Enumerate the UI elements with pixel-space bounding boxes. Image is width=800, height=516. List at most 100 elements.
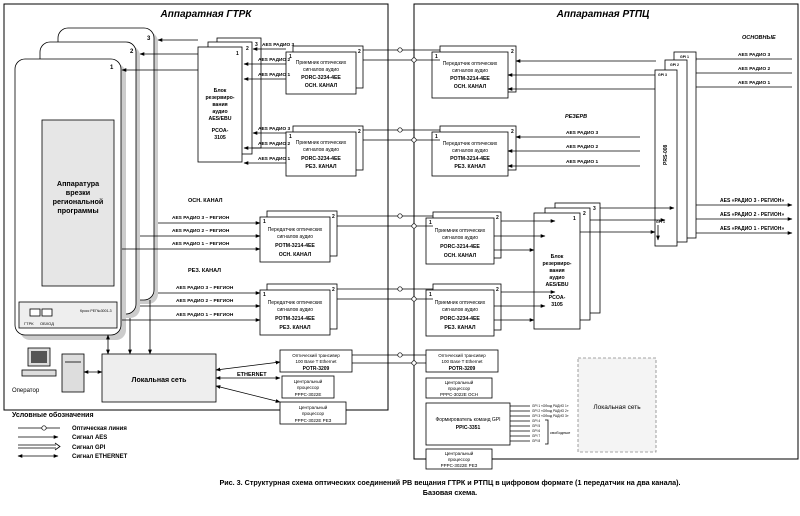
svg-text:ОСН. КАНАЛ: ОСН. КАНАЛ bbox=[279, 252, 312, 258]
svg-text:AES РАДИО 3: AES РАДИО 3 bbox=[262, 42, 295, 48]
svg-text:Передатчик оптических: Передатчик оптических bbox=[443, 141, 498, 147]
svg-text:РЕЗ. КАНАЛ: РЕЗ. КАНАЛ bbox=[454, 164, 486, 170]
gtrk-osn-label: ОСН. КАНАЛ bbox=[188, 198, 223, 204]
svg-text:сигналов аудио: сигналов аудио bbox=[442, 307, 478, 313]
optical-lines bbox=[337, 47, 440, 366]
svg-text:GPI 5: GPI 5 bbox=[532, 424, 540, 428]
svg-text:PPPC-3022E РЕЗ: PPPC-3022E РЕЗ bbox=[441, 463, 478, 468]
svg-text:AES РАДИО 1: AES РАДИО 1 bbox=[566, 159, 599, 165]
svg-text:сигналов аудио: сигналов аудио bbox=[442, 235, 478, 241]
svg-text:2: 2 bbox=[246, 46, 249, 52]
svg-text:100 Base T Ethernet: 100 Base T Ethernet bbox=[441, 359, 483, 364]
svg-text:2: 2 bbox=[511, 129, 514, 135]
svg-text:PORC-3234-4EE: PORC-3234-4EE bbox=[440, 316, 480, 322]
cpu-right-2: Центральный процессор PPPC-3022E РЕЗ bbox=[425, 448, 493, 470]
svg-text:GPI 1: GPI 1 bbox=[680, 55, 689, 59]
lan-right bbox=[577, 357, 657, 453]
svg-text:сигналов аудио: сигналов аудио bbox=[303, 67, 339, 73]
svg-text:ОБХОД: ОБХОД bbox=[40, 321, 54, 326]
svg-text:2: 2 bbox=[496, 287, 499, 293]
figure-caption-line1: Рис. 3. Структурная схема оптических сое… bbox=[219, 478, 680, 487]
svg-text:AES «РАДИО 2 - РЕГИОН»: AES «РАДИО 2 - РЕГИОН» bbox=[720, 212, 784, 218]
prs-switcher: GPI 1 GPI 2 GPI 3 PRS-008 GPI 1 bbox=[654, 51, 697, 247]
gtrk-region-signals: AES РАДИО 3 – РЕГИОН AES РАДИО 2 – РЕГИО… bbox=[122, 215, 261, 322]
svg-text:РЕЗ. КАНАЛ: РЕЗ. КАНАЛ bbox=[279, 325, 311, 331]
rtpc-zone-title: Аппаратная РТПЦ bbox=[556, 9, 650, 20]
svg-text:2: 2 bbox=[583, 211, 586, 217]
svg-text:Центральный: Центральный bbox=[445, 379, 474, 385]
gtrk-rez-label: РЕЗ. КАНАЛ bbox=[188, 268, 221, 274]
svg-text:PRS-008: PRS-008 bbox=[663, 144, 669, 165]
svg-text:РЕЗ. КАНАЛ: РЕЗ. КАНАЛ bbox=[444, 325, 476, 331]
svg-text:Центральный: Центральный bbox=[294, 378, 323, 384]
svg-text:процессор: процессор bbox=[448, 386, 471, 391]
operator-label: Оператор bbox=[12, 388, 40, 394]
svg-text:PPPC-3022E ОСН: PPPC-3022E ОСН bbox=[440, 392, 478, 397]
svg-text:AES РАДИО 2 – РЕГИОН: AES РАДИО 2 – РЕГИОН bbox=[176, 298, 234, 304]
svg-text:AES РАДИО 1: AES РАДИО 1 bbox=[258, 72, 291, 78]
svg-text:3105: 3105 bbox=[214, 135, 226, 141]
svg-text:3: 3 bbox=[593, 206, 596, 212]
svg-text:AES РАДИО 2 – РЕГИОН: AES РАДИО 2 – РЕГИОН bbox=[172, 228, 230, 234]
svg-text:POTM-3214-4EE: POTM-3214-4EE bbox=[275, 316, 315, 322]
svg-text:резервиро-: резервиро- bbox=[205, 95, 234, 101]
receiver-rtpc-rez: 2 1 Приемник оптических сигналов аудио P… bbox=[425, 283, 502, 337]
svg-text:PCOA-: PCOA- bbox=[549, 295, 566, 301]
svg-text:свободные: свободные bbox=[550, 430, 571, 435]
receiver-gtrk-osn: 2 1 Приемник оптических сигналов аудио P… bbox=[285, 45, 364, 95]
svg-text:Оптический трансивер: Оптический трансивер bbox=[438, 352, 486, 358]
svg-text:2: 2 bbox=[511, 49, 514, 55]
svg-text:PORC-3234-4EE: PORC-3234-4EE bbox=[301, 156, 341, 162]
svg-text:PCOA-: PCOA- bbox=[212, 128, 229, 134]
svg-text:сигналов аудио: сигналов аудио bbox=[303, 147, 339, 153]
svg-text:аудио: аудио bbox=[549, 275, 564, 281]
svg-text:AES РАДИО 3: AES РАДИО 3 bbox=[258, 126, 291, 132]
svg-text:3: 3 bbox=[255, 42, 258, 48]
svg-text:Приемник оптических: Приемник оптических bbox=[435, 300, 486, 306]
svg-text:2: 2 bbox=[332, 287, 335, 293]
svg-text:ОСН. КАНАЛ: ОСН. КАНАЛ bbox=[305, 83, 338, 89]
svg-text:Локальная сеть: Локальная сеть bbox=[132, 377, 188, 384]
svg-text:Блок: Блок bbox=[551, 254, 564, 260]
svg-text:РЕЗ. КАНАЛ: РЕЗ. КАНАЛ bbox=[305, 164, 337, 170]
svg-text:резервиро-: резервиро- bbox=[542, 261, 571, 267]
legend: Условные обозначения Оптическая линия Си… bbox=[12, 411, 128, 460]
reserve-block-right: 3 2 1 Блок резервиро- вания аудио AES/EB… bbox=[533, 202, 601, 330]
transceiver-right: Оптический трансивер 100 Base T Ethernet… bbox=[425, 349, 499, 373]
svg-text:GPI 3: GPI 3 bbox=[658, 73, 667, 77]
svg-text:аудио: аудио bbox=[212, 109, 227, 115]
svg-text:100 Base T Ethernet: 100 Base T Ethernet bbox=[295, 359, 337, 364]
gpi-former: Формирователь команд GPI PPIC-3351 bbox=[425, 402, 511, 446]
svg-text:1: 1 bbox=[236, 51, 239, 57]
svg-text:AES РАДИО 3: AES РАДИО 3 bbox=[738, 52, 771, 58]
legend-title: Условные обозначения bbox=[12, 411, 94, 419]
apparatus-label-2: врезки bbox=[66, 188, 90, 197]
svg-text:3105: 3105 bbox=[551, 302, 563, 308]
svg-text:Передатчик оптических: Передатчик оптических bbox=[268, 227, 323, 233]
svg-text:1: 1 bbox=[435, 54, 438, 60]
svg-text:Приемник оптических: Приемник оптических bbox=[435, 228, 486, 234]
svg-text:2: 2 bbox=[130, 49, 134, 55]
svg-text:AES РАДИО 1: AES РАДИО 1 bbox=[258, 156, 291, 162]
svg-text:PPPC-3022E: PPPC-3022E bbox=[295, 392, 322, 397]
svg-text:GPI 4: GPI 4 bbox=[532, 419, 540, 423]
svg-text:1: 1 bbox=[263, 219, 266, 225]
receiver-rtpc-to-reserve bbox=[494, 219, 556, 322]
svg-text:AES/EBU: AES/EBU bbox=[208, 116, 231, 122]
svg-text:AES РАДИО 1: AES РАДИО 1 bbox=[738, 80, 771, 86]
svg-text:вания: вания bbox=[549, 268, 564, 274]
svg-text:AES РАДИО 1 – РЕГИОН: AES РАДИО 1 – РЕГИОН bbox=[172, 241, 230, 247]
svg-text:ГТРК: ГТРК bbox=[24, 321, 34, 326]
svg-text:PORC-3214-4EE: PORC-3214-4EE bbox=[440, 244, 480, 250]
svg-text:GPI 1 «Обход РАДИО 1»: GPI 1 «Обход РАДИО 1» bbox=[532, 404, 569, 408]
apparatus-label-3: региональной bbox=[53, 197, 104, 206]
svg-text:Кросс РЕГ№3001-3: Кросс РЕГ№3001-3 bbox=[80, 309, 112, 313]
svg-text:1: 1 bbox=[429, 220, 432, 226]
svg-text:AES «РАДИО 1 - РЕГИОН»: AES «РАДИО 1 - РЕГИОН» bbox=[720, 226, 784, 232]
svg-text:Центральный: Центральный bbox=[445, 450, 474, 456]
svg-text:процессор: процессор bbox=[297, 385, 320, 390]
svg-text:AES РАДИО 3 – РЕГИОН: AES РАДИО 3 – РЕГИОН bbox=[172, 215, 230, 221]
svg-text:AES РАДИО 3: AES РАДИО 3 bbox=[566, 130, 599, 136]
cpu-right-1: Центральный процессор PPPC-3022E ОСН bbox=[425, 377, 493, 399]
